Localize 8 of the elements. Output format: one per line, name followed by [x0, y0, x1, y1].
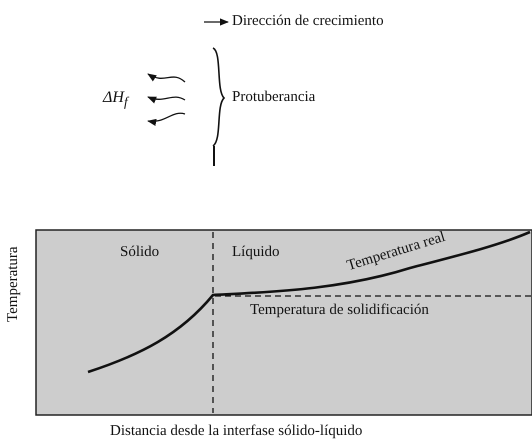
region-label: Sólido	[120, 244, 160, 260]
protrusion-label: Protuberancia	[232, 89, 316, 106]
axis-title: Distancia desde la interfase sólido-líquido	[110, 423, 362, 440]
direction-label: Dirección de crecimiento	[232, 13, 384, 30]
region-label: Líquido	[232, 244, 280, 260]
line-label: Temperatura de solidificación	[250, 302, 429, 318]
axis-title: Temperatura	[5, 246, 22, 322]
latent-heat-label: ΔH$_{f}$	[103, 89, 128, 110]
